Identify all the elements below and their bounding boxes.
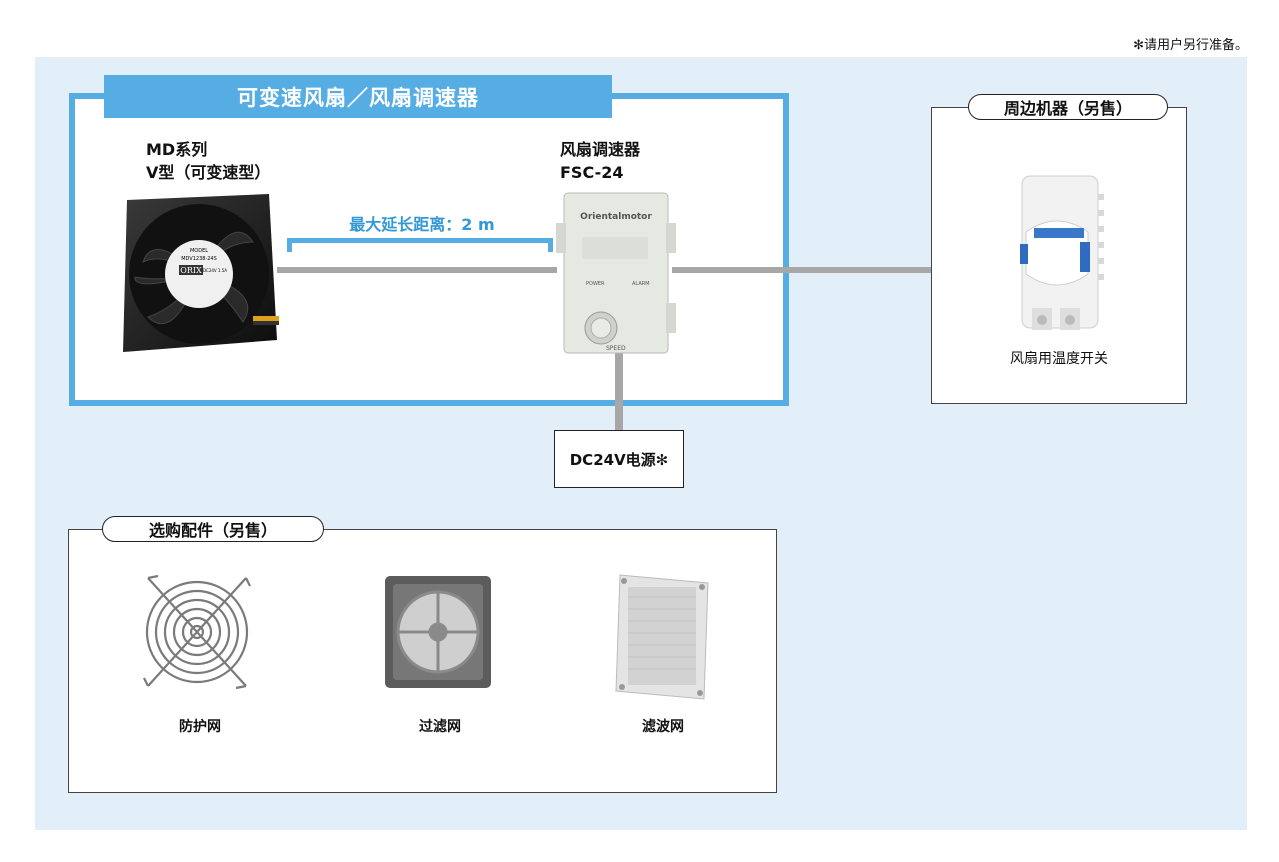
sensor-cable bbox=[672, 267, 1022, 273]
fan-model-number: MDV1238-24S bbox=[181, 256, 217, 262]
power-cable bbox=[615, 350, 623, 430]
fan-cable bbox=[277, 267, 557, 273]
finger-guard-caption: 防护网 bbox=[179, 719, 221, 735]
finger-guard-icon bbox=[143, 574, 251, 690]
fan-controller-icon: Orientalmotor POWER ALARM SPEED bbox=[556, 192, 676, 354]
filter-screen-caption: 滤波网 bbox=[642, 719, 684, 735]
fan-model-label: MODEL bbox=[190, 248, 208, 254]
controller-speed-label: SPEED bbox=[606, 345, 626, 352]
thermostat-icon bbox=[1020, 175, 1104, 330]
controller-label: 风扇调速器 FSC-24 bbox=[560, 138, 640, 184]
power-supply-label: DC24V电源✻ bbox=[569, 450, 669, 469]
fan-series: MD系列 bbox=[146, 140, 208, 159]
filter-caption: 过滤网 bbox=[419, 719, 461, 735]
options-title: 选购配件（另售） bbox=[102, 516, 324, 542]
filter-screen-icon bbox=[615, 574, 709, 700]
fan-icon: MODEL MDV1238-24S ORIX DC24V 1.5A bbox=[123, 194, 279, 352]
controller-brand: Orientalmotor bbox=[580, 212, 652, 222]
fan-label: MD系列 V型（可变速型） bbox=[146, 138, 270, 184]
controller-model: FSC-24 bbox=[560, 163, 624, 182]
controller-power-label: POWER bbox=[586, 281, 605, 287]
peripheral-title: 周边机器（另售） bbox=[968, 94, 1168, 120]
options-title-text: 选购配件（另售） bbox=[148, 521, 277, 540]
fan-type: V型（可变速型） bbox=[146, 163, 271, 182]
system-title: 可变速风扇／风扇调速器 bbox=[104, 75, 612, 118]
thermostat-caption: 风扇用温度开关 bbox=[1010, 351, 1108, 367]
distance-bracket bbox=[287, 238, 553, 252]
max-distance-label: 最大延长距离：2 m bbox=[349, 215, 495, 234]
filter-icon bbox=[385, 576, 491, 688]
fan-brand: ORIX bbox=[180, 266, 202, 275]
fan-rating: DC24V 1.5A bbox=[203, 268, 227, 273]
controller-alarm-label: ALARM bbox=[632, 281, 650, 287]
controller-name: 风扇调速器 bbox=[560, 140, 641, 159]
footnote: ✻请用户另行准备。 bbox=[1133, 38, 1248, 53]
power-supply-box: DC24V电源✻ bbox=[554, 430, 684, 488]
peripheral-title-text: 周边机器（另售） bbox=[1003, 99, 1132, 118]
